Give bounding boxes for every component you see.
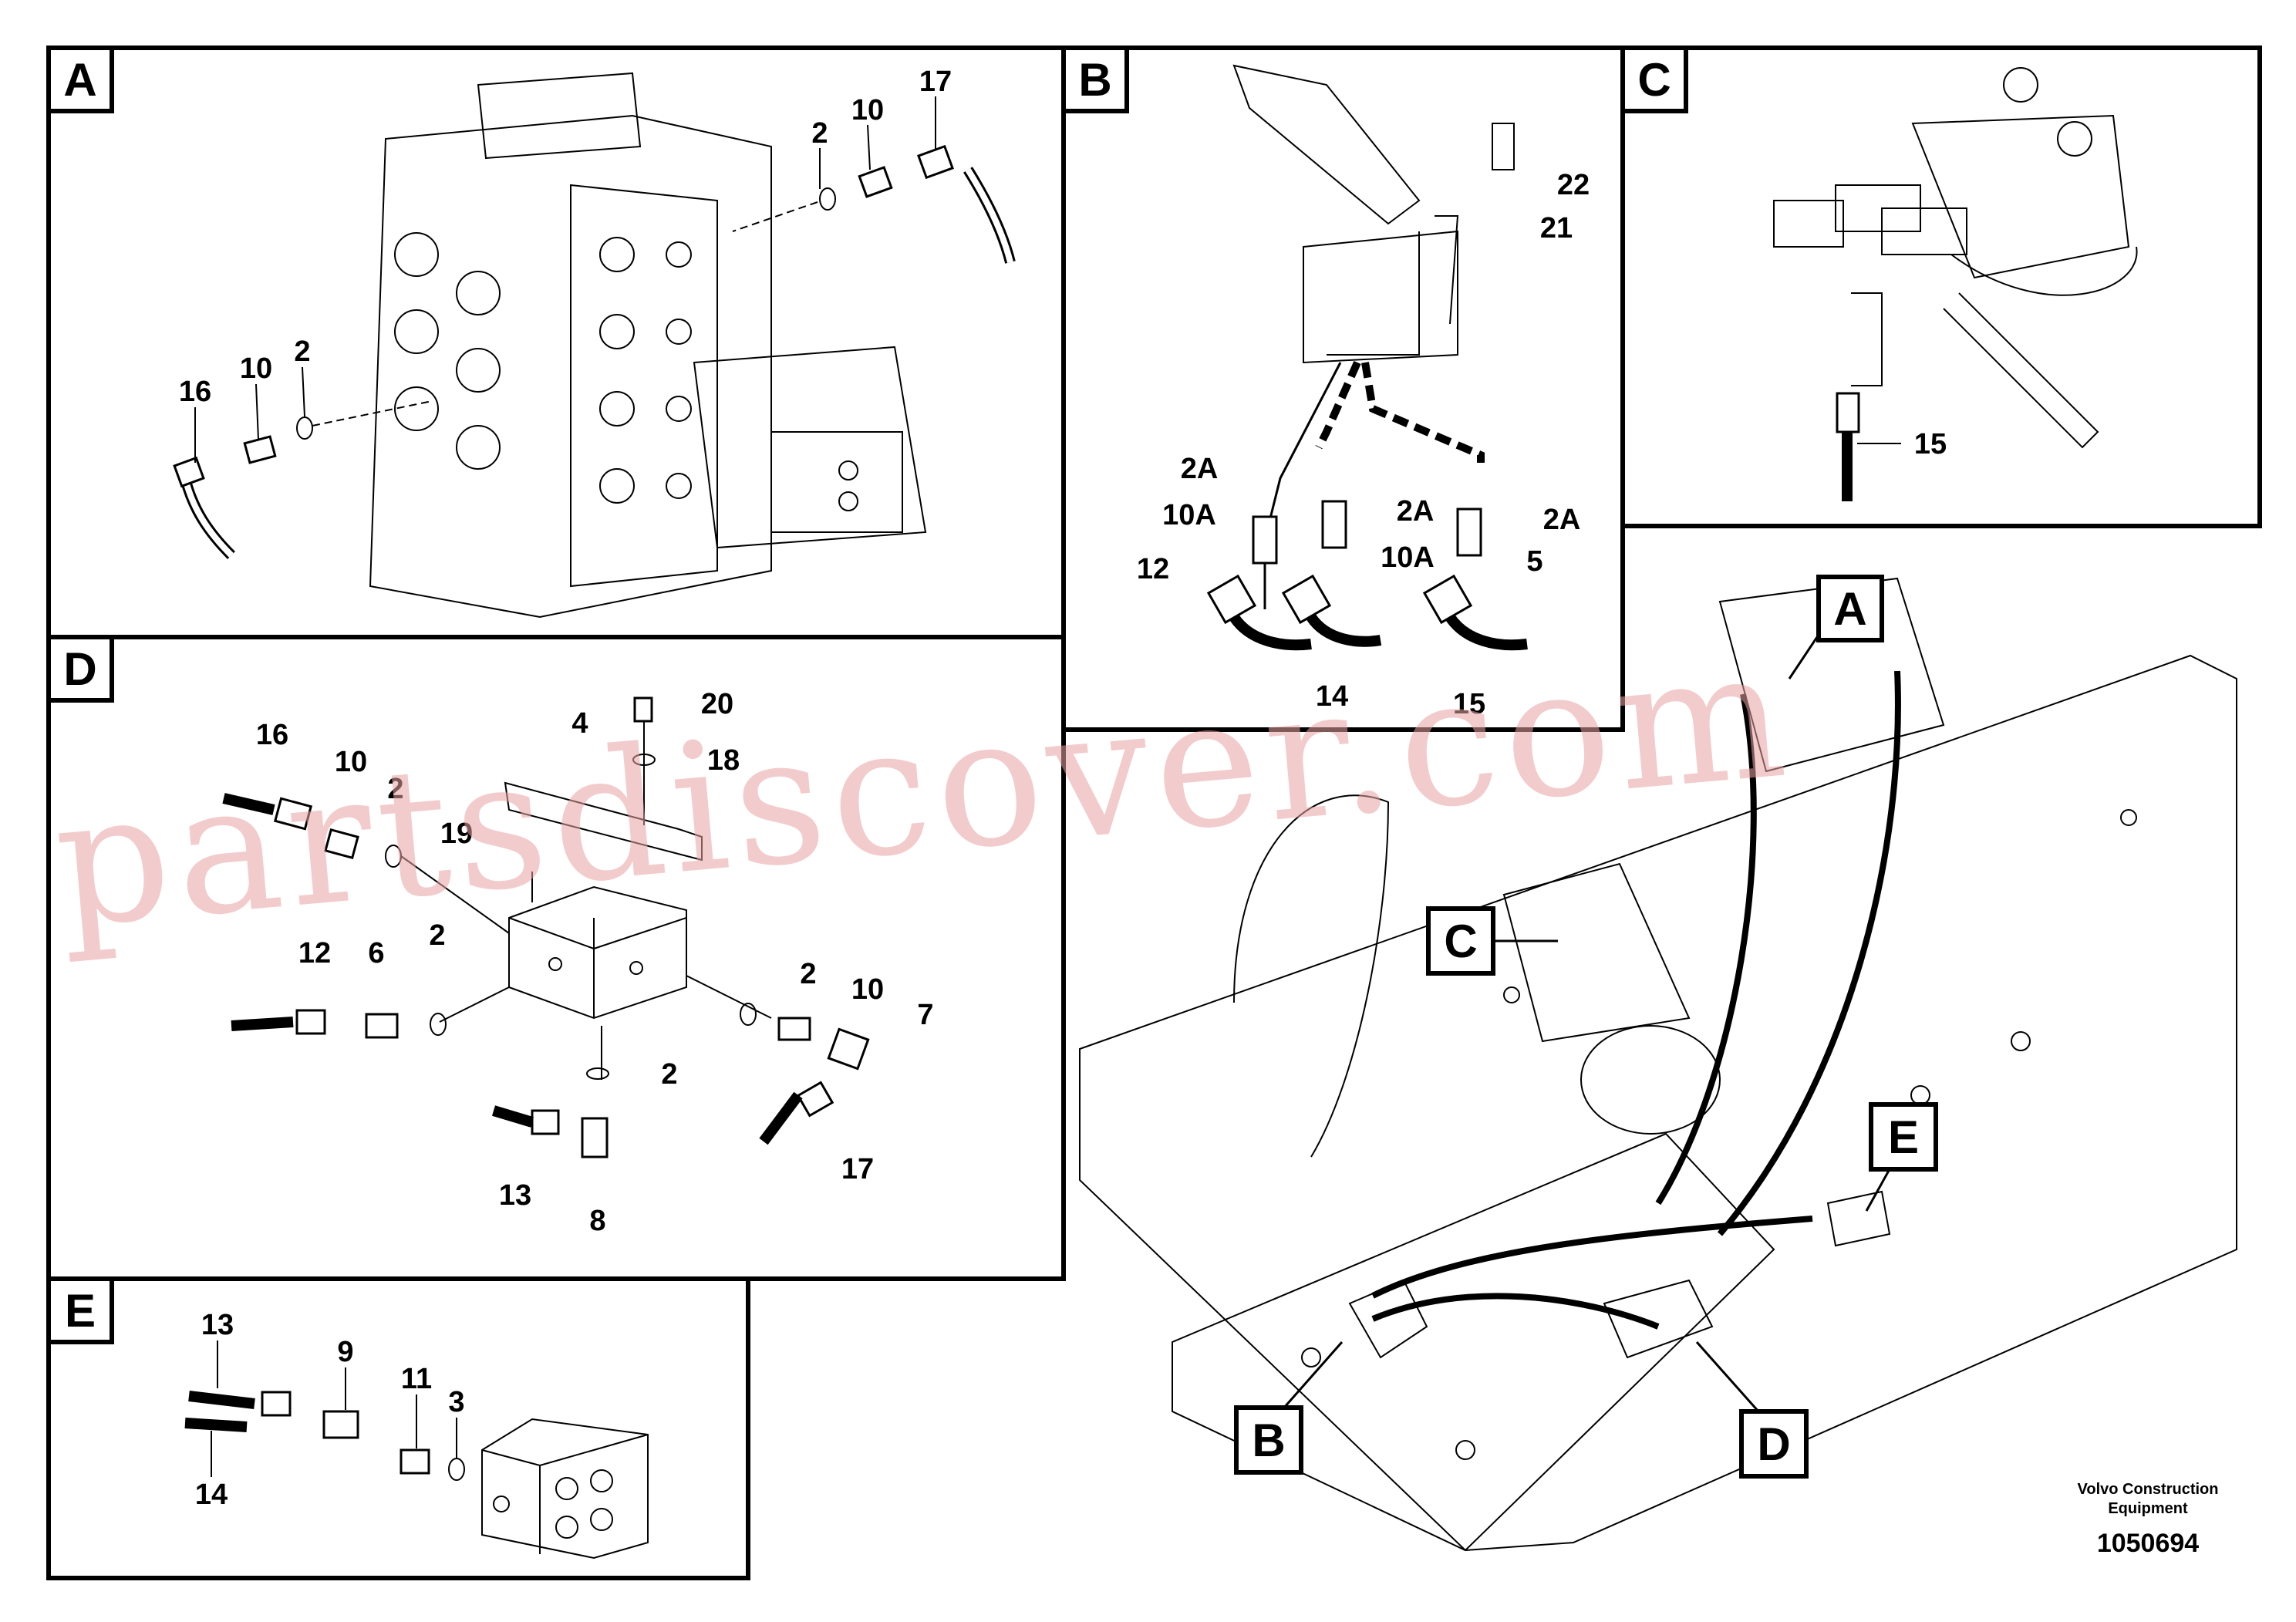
label-d-4: 4	[571, 707, 588, 740]
document-number: 1050694	[2097, 1529, 2199, 1558]
callout-d: D	[1695, 1341, 1809, 1479]
label-d-10-right: 10	[851, 973, 884, 1006]
control-valve-drawing	[369, 72, 927, 619]
label-d-17: 17	[841, 1153, 874, 1185]
overview-callouts: A C E B D	[1234, 575, 1938, 1479]
label-b-2a-left: 2A	[1181, 453, 1219, 485]
panel-c-frame	[1620, 46, 2262, 528]
label-a-10-left: 10	[240, 352, 272, 385]
label-a-2-top: 2	[811, 117, 828, 150]
label-b-22: 22	[1557, 169, 1590, 201]
panel-d-letter: D	[63, 643, 96, 695]
label-b-21: 21	[1540, 212, 1573, 244]
label-c-15: 15	[1914, 428, 1947, 460]
label-d-8: 8	[589, 1205, 605, 1237]
overview-drawing	[1079, 577, 2237, 1552]
manifold-block-drawing	[481, 1418, 649, 1560]
swing-motor-drawing	[1773, 67, 2138, 449]
label-d-2-bottom: 2	[661, 1058, 677, 1091]
label-a-2-left: 2	[294, 336, 310, 368]
callout-e: E	[1865, 1102, 1938, 1212]
label-d-16: 16	[256, 719, 288, 751]
label-d-19: 19	[440, 818, 473, 850]
label-e-11: 11	[401, 1363, 432, 1395]
label-b-14: 14	[1316, 680, 1348, 713]
panel-e-part-labels: 13 9 11 3 14	[195, 1309, 465, 1511]
panel-e-letter-box	[46, 1276, 114, 1344]
label-e-9: 9	[337, 1336, 353, 1368]
panel-e-letter: E	[65, 1285, 96, 1337]
label-a-16: 16	[179, 376, 211, 408]
panel-c-letter-box	[1620, 46, 1688, 113]
label-d-18: 18	[707, 744, 740, 777]
callout-c: C	[1426, 906, 1558, 976]
label-b-5: 5	[1526, 545, 1542, 578]
label-b-10a-mid: 10A	[1381, 541, 1435, 574]
label-b-2a-mid: 2A	[1397, 495, 1435, 528]
credit-line-2: Equipment	[2108, 1500, 2188, 1517]
label-b-12: 12	[1137, 553, 1169, 585]
panel-b-letter: B	[1078, 54, 1111, 106]
panel-a-letter: A	[63, 54, 96, 106]
panel-c: C 15	[1620, 46, 2262, 528]
callout-b: B	[1234, 1341, 1344, 1475]
label-b-2a-right: 2A	[1543, 504, 1581, 536]
callout-a-letter: A	[1833, 583, 1866, 635]
panel-a-letter-box	[46, 46, 114, 113]
label-e-3: 3	[448, 1386, 464, 1418]
panel-a-part-labels: 2 10 17 16 10 2	[179, 66, 952, 408]
panel-d-part-labels: 16 10 2 4 20 18 19 12 6 2 2 10 7 2 13 8 …	[256, 688, 934, 1237]
label-d-6: 6	[368, 937, 384, 969]
label-d-10-top: 10	[335, 746, 367, 778]
label-d-12: 12	[298, 937, 331, 969]
label-a-10-top: 10	[851, 94, 884, 126]
label-e-13: 13	[201, 1309, 234, 1341]
panel-c-letter: C	[1637, 54, 1671, 106]
panel-a: A 2 1	[46, 46, 1066, 639]
callout-a: A	[1788, 575, 1884, 679]
panel-a-frame	[46, 46, 1066, 639]
credit-line-1: Volvo Construction	[2078, 1481, 2219, 1498]
label-d-20: 20	[701, 688, 733, 720]
label-a-17: 17	[919, 66, 952, 98]
label-d-13: 13	[499, 1179, 531, 1212]
label-e-14: 14	[195, 1479, 228, 1511]
callout-e-letter: E	[1888, 1111, 1919, 1163]
panel-e: E 13 9 11 3 14	[46, 1276, 750, 1580]
label-d-2-right: 2	[800, 958, 816, 990]
panel-b: B 22 21 2A 10A 12 2A 10A 14	[1061, 46, 1625, 732]
label-b-10a-left: 10A	[1162, 499, 1216, 531]
callout-b-letter: B	[1252, 1415, 1285, 1466]
label-b-15: 15	[1453, 688, 1485, 720]
panel-d-letter-box	[46, 635, 114, 703]
callout-d-letter: D	[1757, 1418, 1790, 1470]
panel-b-letter-box	[1061, 46, 1129, 113]
label-d-7: 7	[917, 999, 933, 1031]
panel-e-frame	[46, 1276, 750, 1580]
callout-c-letter: C	[1444, 916, 1477, 967]
panel-b-part-labels: 22 21 2A 10A 12 2A 10A 14 2A 5 15	[1137, 169, 1590, 720]
pedal-valve-drawing	[1232, 64, 1515, 364]
label-d-2-mid: 2	[429, 919, 445, 952]
label-d-2-top: 2	[387, 773, 403, 805]
watermark: partsdiscover.com	[48, 611, 1799, 968]
panel-d: D	[46, 635, 1066, 1281]
